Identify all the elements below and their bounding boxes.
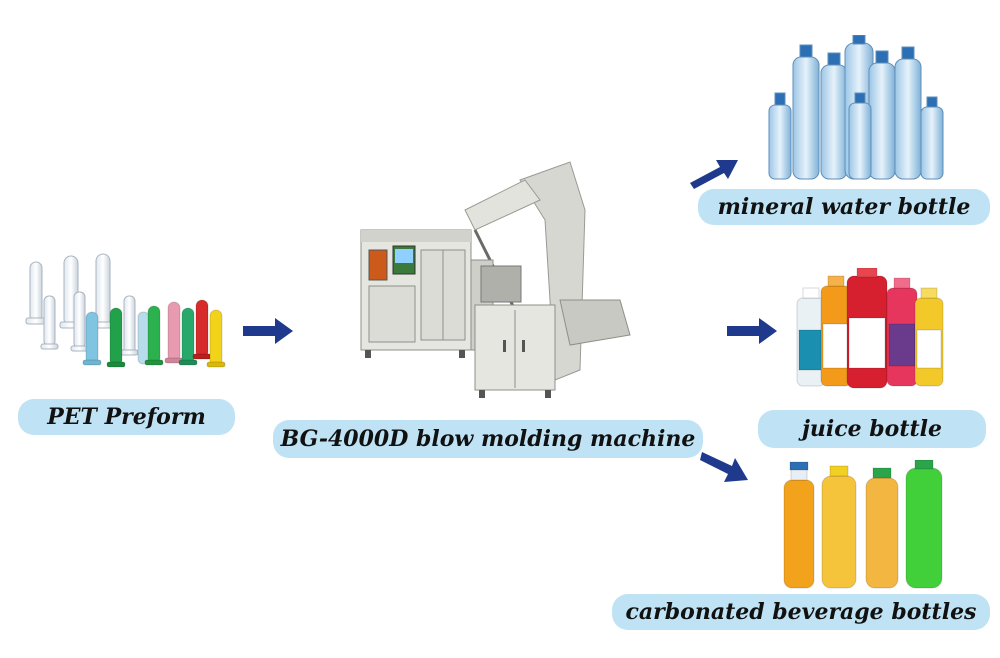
pet-preform-label: PET Preform bbox=[18, 399, 235, 435]
blow-molding-machine-label: BG-4000D blow molding machine bbox=[273, 420, 703, 458]
pet-preform-image bbox=[25, 253, 226, 368]
mineral-water-bottles-image bbox=[768, 35, 944, 180]
arrow-right-icon bbox=[727, 318, 777, 344]
carbonated-beverage-bottles-label: carbonated beverage bottles bbox=[612, 594, 990, 630]
carbonated-bottles-image bbox=[783, 460, 943, 589]
arrow-up-right-icon bbox=[690, 160, 738, 189]
arrow-down-right-icon bbox=[700, 452, 748, 482]
arrow-right-icon bbox=[243, 318, 293, 344]
mineral-water-bottle-label: mineral water bottle bbox=[698, 189, 990, 225]
juice-bottle-label: juice bottle bbox=[758, 410, 986, 448]
blow-molding-machine-image bbox=[360, 161, 631, 398]
juice-bottles-image bbox=[796, 268, 944, 389]
